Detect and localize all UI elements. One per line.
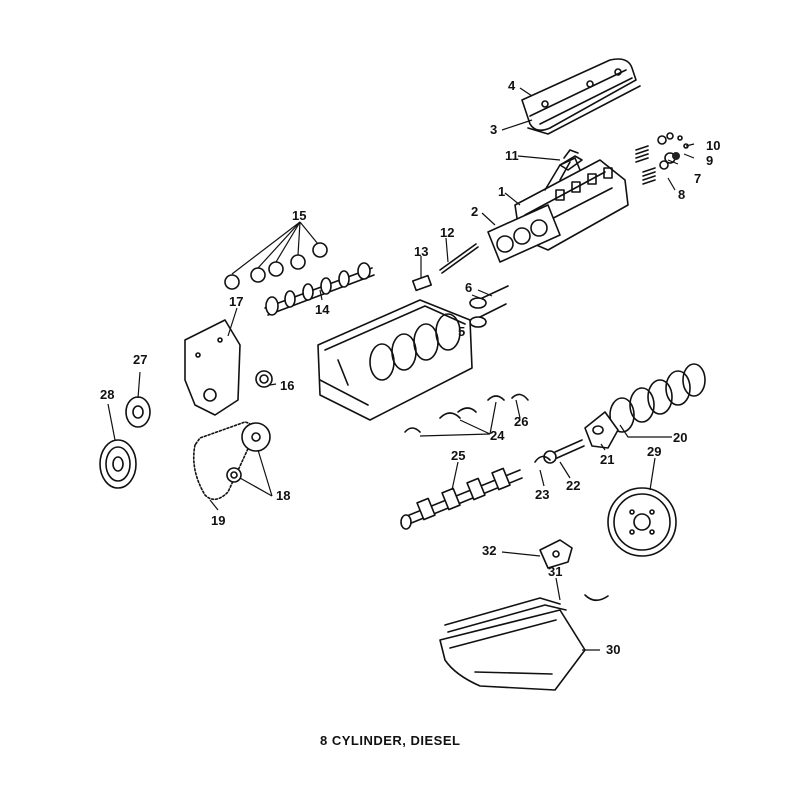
main-bearings bbox=[404, 393, 529, 433]
callout-15: 15 bbox=[292, 208, 306, 223]
callout-12: 12 bbox=[440, 225, 454, 240]
piston-rings bbox=[609, 363, 706, 433]
timing-sprockets bbox=[226, 422, 271, 483]
callout-8: 8 bbox=[678, 187, 685, 202]
leader-lines bbox=[107, 87, 695, 651]
callout-13: 13 bbox=[414, 244, 428, 259]
callout-27: 27 bbox=[133, 352, 147, 367]
callout-18: 18 bbox=[276, 488, 290, 503]
callout-6: 6 bbox=[465, 280, 472, 295]
callout-19: 19 bbox=[211, 513, 225, 528]
piston bbox=[584, 411, 619, 449]
rocker-arms bbox=[559, 149, 583, 171]
crank-hub bbox=[125, 396, 151, 428]
callout-5: 5 bbox=[458, 324, 465, 339]
callout-25: 25 bbox=[451, 448, 465, 463]
callout-11: 11 bbox=[505, 148, 519, 163]
callout-2: 2 bbox=[471, 204, 478, 219]
callout-4: 4 bbox=[508, 78, 516, 93]
head-gasket bbox=[487, 204, 561, 263]
timing-cover bbox=[184, 319, 241, 416]
cam-bearings bbox=[224, 242, 328, 290]
lifter bbox=[411, 274, 433, 292]
flywheel bbox=[607, 487, 677, 557]
callout-14: 14 bbox=[315, 302, 330, 317]
callout-labels: 1 2 3 4 5 6 7 8 9 10 11 12 13 14 15 16 1… bbox=[100, 78, 720, 657]
callout-1: 1 bbox=[498, 184, 505, 199]
oil-pan bbox=[439, 609, 586, 691]
callout-30: 30 bbox=[606, 642, 620, 657]
oil-pump bbox=[539, 539, 573, 569]
callout-7: 7 bbox=[694, 171, 701, 186]
valve-cover bbox=[521, 58, 641, 135]
callout-22: 22 bbox=[566, 478, 580, 493]
engine-block bbox=[317, 299, 473, 421]
valve-springs bbox=[635, 132, 689, 185]
callout-24: 24 bbox=[490, 428, 505, 443]
callout-21: 21 bbox=[600, 452, 614, 467]
callout-17: 17 bbox=[229, 294, 243, 309]
diagram-caption: 8 CYLINDER, DIESEL bbox=[320, 733, 460, 748]
callout-28: 28 bbox=[100, 387, 114, 402]
callout-31: 31 bbox=[548, 564, 562, 579]
callout-20: 20 bbox=[673, 430, 687, 445]
callout-9: 9 bbox=[706, 153, 713, 168]
callout-32: 32 bbox=[482, 543, 496, 558]
callout-3: 3 bbox=[490, 122, 497, 137]
callout-26: 26 bbox=[514, 414, 528, 429]
callout-23: 23 bbox=[535, 487, 549, 502]
vibration-damper bbox=[99, 439, 137, 489]
callout-29: 29 bbox=[647, 444, 661, 459]
valves bbox=[469, 285, 509, 328]
front-seal bbox=[255, 370, 273, 388]
callout-10: 10 bbox=[706, 138, 720, 153]
callout-16: 16 bbox=[280, 378, 294, 393]
crankshaft bbox=[400, 467, 523, 530]
oil-pan-gasket bbox=[444, 594, 609, 633]
pushrod bbox=[439, 243, 479, 274]
connecting-rod bbox=[534, 439, 585, 464]
